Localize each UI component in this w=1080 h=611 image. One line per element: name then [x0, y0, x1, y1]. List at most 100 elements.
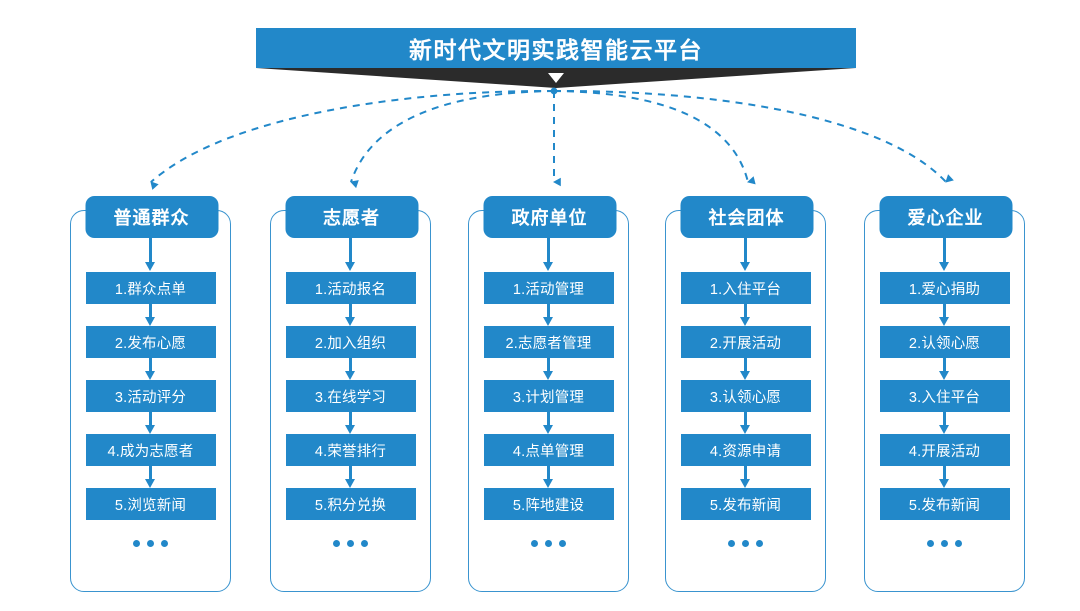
arrow-down-icon	[740, 358, 751, 380]
column-header-1[interactable]: 普通群众	[85, 196, 218, 238]
step-label: 2.发布心愿	[114, 335, 187, 352]
step-item[interactable]: 1.爱心捐助	[879, 272, 1010, 304]
column-header-label: 爱心企业	[907, 208, 984, 228]
step-label: 1.入住平台	[709, 281, 782, 298]
step-item[interactable]: 2.发布心愿	[85, 326, 216, 358]
step-label: 4.成为志愿者	[107, 443, 194, 460]
step-item[interactable]: 1.活动管理	[483, 272, 614, 304]
step-item[interactable]: 1.群众点单	[85, 272, 216, 304]
step-label: 2.开展活动	[709, 335, 782, 352]
role-column-zhengFuDanWei: 政府单位 1.活动管理 2.志愿者管理 3.计划管理 4.点单管理 5.阵地建设	[468, 196, 631, 594]
step-item[interactable]: 5.阵地建设	[483, 488, 614, 520]
step-item[interactable]: 1.入住平台	[680, 272, 811, 304]
step-item[interactable]: 3.计划管理	[483, 380, 614, 412]
step-label: 2.加入组织	[314, 335, 387, 352]
platform-title-banner: 新时代文明实践智能云平台	[256, 28, 856, 90]
step-item[interactable]: 2.开展活动	[680, 326, 811, 358]
column-header-4[interactable]: 社会团体	[680, 196, 813, 238]
more-items-ellipsis	[133, 540, 168, 547]
column-header-5[interactable]: 爱心企业	[879, 196, 1012, 238]
step-item[interactable]: 4.成为志愿者	[85, 434, 216, 466]
step-item[interactable]: 1.活动报名	[285, 272, 416, 304]
step-label: 5.浏览新闻	[114, 497, 187, 514]
step-item[interactable]: 2.志愿者管理	[483, 326, 614, 358]
arrow-down-icon	[345, 304, 356, 326]
role-column-puTongQunZhong: 普通群众 1.群众点单 2.发布心愿 3.活动评分 4.成为志愿者 5.浏览新闻	[70, 196, 233, 594]
arrow-down-icon	[939, 466, 950, 488]
more-items-ellipsis	[333, 540, 368, 547]
arrow-down-icon	[740, 412, 751, 434]
connector-to-column-5	[553, 89, 954, 183]
arrow-down-icon	[345, 466, 356, 488]
arrow-down-icon	[543, 412, 554, 434]
banner-bar: 新时代文明实践智能云平台	[256, 28, 856, 68]
column-header-3[interactable]: 政府单位	[483, 196, 616, 238]
step-label: 1.爱心捐助	[908, 281, 981, 298]
step-label: 4.点单管理	[512, 443, 585, 460]
step-label: 4.开展活动	[908, 443, 981, 460]
role-column-zhiYuanZhe: 志愿者 1.活动报名 2.加入组织 3.在线学习 4.荣誉排行 5.积分兑换	[270, 196, 433, 594]
step-label: 3.计划管理	[512, 389, 585, 406]
column-steps: 1.入住平台 2.开展活动 3.认领心愿 4.资源申请 5.发布新闻	[665, 238, 826, 547]
more-items-ellipsis	[927, 540, 962, 547]
column-steps: 1.群众点单 2.发布心愿 3.活动评分 4.成为志愿者 5.浏览新闻	[70, 238, 231, 547]
connector-to-column-4	[553, 90, 756, 185]
step-item[interactable]: 3.在线学习	[285, 380, 416, 412]
step-item[interactable]: 5.浏览新闻	[85, 488, 216, 520]
arrow-down-icon	[145, 412, 156, 434]
role-column-sheHuiTuanTi: 社会团体 1.入住平台 2.开展活动 3.认领心愿 4.资源申请 5.发布新闻	[665, 196, 828, 594]
arrow-down-icon	[345, 238, 356, 272]
step-item[interactable]: 5.发布新闻	[680, 488, 811, 520]
step-item[interactable]: 3.认领心愿	[680, 380, 811, 412]
column-header-label: 政府单位	[511, 208, 588, 228]
step-label: 3.活动评分	[114, 389, 187, 406]
step-label: 2.志愿者管理	[505, 335, 592, 352]
page-title: 新时代文明实践智能云平台	[409, 37, 703, 63]
column-header-label: 普通群众	[113, 208, 190, 228]
step-item[interactable]: 3.入住平台	[879, 380, 1010, 412]
step-label: 4.荣誉排行	[314, 443, 387, 460]
step-label: 3.在线学习	[314, 389, 387, 406]
arrow-down-icon	[939, 304, 950, 326]
more-items-ellipsis	[728, 540, 763, 547]
column-steps: 1.活动管理 2.志愿者管理 3.计划管理 4.点单管理 5.阵地建设	[468, 238, 629, 547]
arrow-down-icon	[145, 238, 156, 272]
column-header-label: 志愿者	[323, 208, 380, 228]
arrow-down-icon	[345, 412, 356, 434]
arrow-down-icon	[145, 466, 156, 488]
step-item[interactable]: 4.点单管理	[483, 434, 614, 466]
step-item[interactable]: 2.加入组织	[285, 326, 416, 358]
arrow-down-icon	[345, 358, 356, 380]
step-label: 5.发布新闻	[709, 497, 782, 514]
chevron-down-icon	[548, 73, 564, 83]
more-items-ellipsis	[531, 540, 566, 547]
step-item[interactable]: 4.荣誉排行	[285, 434, 416, 466]
step-label: 1.活动报名	[314, 281, 387, 298]
column-header-label: 社会团体	[708, 208, 785, 228]
arrow-down-icon	[939, 238, 950, 272]
step-label: 1.活动管理	[512, 281, 585, 298]
column-steps: 1.爱心捐助 2.认领心愿 3.入住平台 4.开展活动 5.发布新闻	[864, 238, 1025, 547]
step-item[interactable]: 5.发布新闻	[879, 488, 1010, 520]
step-label: 3.认领心愿	[709, 389, 782, 406]
step-label: 4.资源申请	[709, 443, 782, 460]
column-header-2[interactable]: 志愿者	[285, 196, 418, 238]
arrow-down-icon	[145, 358, 156, 380]
step-label: 2.认领心愿	[908, 335, 981, 352]
connector-to-column-1	[150, 89, 555, 190]
arrow-down-icon	[939, 358, 950, 380]
step-item[interactable]: 5.积分兑换	[285, 488, 416, 520]
connector-lines	[150, 89, 954, 190]
column-steps: 1.活动报名 2.加入组织 3.在线学习 4.荣誉排行 5.积分兑换	[270, 238, 431, 547]
step-label: 5.阵地建设	[512, 497, 585, 514]
step-item[interactable]: 4.开展活动	[879, 434, 1010, 466]
step-label: 3.入住平台	[908, 389, 981, 406]
step-item[interactable]: 3.活动评分	[85, 380, 216, 412]
step-label: 5.发布新闻	[908, 497, 981, 514]
step-item[interactable]: 2.认领心愿	[879, 326, 1010, 358]
step-label: 1.群众点单	[114, 281, 187, 298]
step-item[interactable]: 4.资源申请	[680, 434, 811, 466]
arrow-down-icon	[740, 466, 751, 488]
role-columns: 普通群众 1.群众点单 2.发布心愿 3.活动评分 4.成为志愿者 5.浏览新闻…	[0, 196, 1080, 596]
